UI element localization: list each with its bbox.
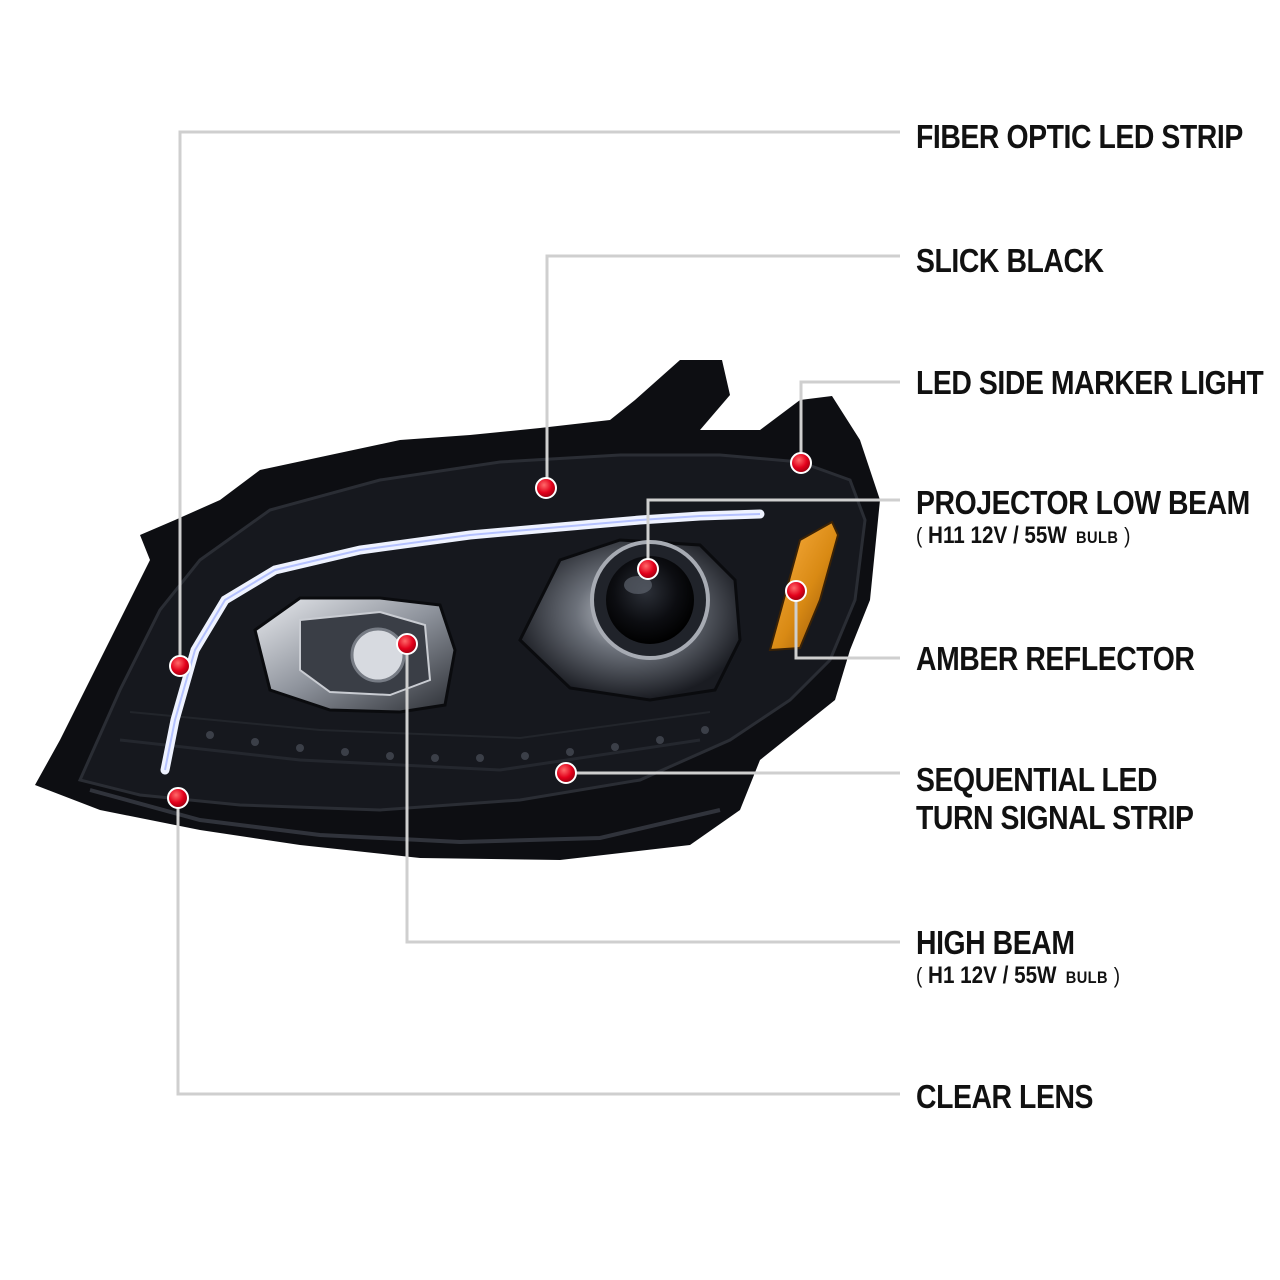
bulb-spec: ( H11 12V / 55W BULB ) bbox=[916, 522, 1250, 552]
marker-projector bbox=[637, 558, 659, 580]
turn-signal-led-strip bbox=[206, 726, 709, 762]
bulb-spec: ( H1 12V / 55W BULB ) bbox=[916, 962, 1120, 992]
bulb-unit: BULB bbox=[1076, 528, 1119, 547]
label-projector-low-beam: PROJECTOR LOW BEAM ( H11 12V / 55W BULB … bbox=[916, 484, 1250, 552]
label-line: FIBER OPTIC LED STRIP bbox=[916, 118, 1243, 155]
marker-high-beam bbox=[396, 633, 418, 655]
label-line: LED SIDE MARKER LIGHT bbox=[916, 364, 1264, 401]
label-sequential-led-turn-signal-strip: SEQUENTIAL LED TURN SIGNAL STRIP bbox=[916, 761, 1194, 837]
paren-open: ( bbox=[916, 963, 923, 988]
marker-amber bbox=[785, 580, 807, 602]
label-line: HIGH BEAM bbox=[916, 924, 1075, 961]
paren-close: ) bbox=[1113, 963, 1121, 988]
label-line: TURN SIGNAL STRIP bbox=[916, 799, 1194, 836]
marker-fiber-optic bbox=[169, 655, 191, 677]
label-line: CLEAR LENS bbox=[916, 1078, 1094, 1115]
leader-side-marker bbox=[799, 380, 900, 462]
label-line: PROJECTOR LOW BEAM bbox=[916, 484, 1250, 521]
bulb-spec-value: H1 12V / 55W bbox=[928, 962, 1057, 989]
leader-slick-black bbox=[545, 254, 900, 487]
label-clear-lens: CLEAR LENS bbox=[916, 1078, 1093, 1116]
leader-projector bbox=[646, 498, 900, 568]
callout-markers bbox=[167, 452, 812, 809]
label-high-beam: HIGH BEAM ( H1 12V / 55W BULB ) bbox=[916, 924, 1120, 992]
bulb-spec-value: H11 12V / 55W bbox=[928, 522, 1067, 549]
label-fiber-optic-led-strip: FIBER OPTIC LED STRIP bbox=[916, 118, 1243, 156]
label-line: AMBER REFLECTOR bbox=[916, 640, 1195, 677]
headlight-housing bbox=[35, 360, 880, 860]
projector-assembly bbox=[518, 538, 742, 702]
leader-fiber-optic bbox=[178, 130, 900, 665]
label-amber-reflector: AMBER REFLECTOR bbox=[916, 640, 1195, 678]
marker-turn-signal bbox=[555, 762, 577, 784]
leader-high-beam bbox=[405, 645, 900, 944]
leader-lines bbox=[176, 130, 900, 1096]
paren-open: ( bbox=[916, 523, 923, 548]
bulb-unit: BULB bbox=[1065, 968, 1109, 987]
label-slick-black: SLICK BLACK bbox=[916, 242, 1104, 280]
label-line: SLICK BLACK bbox=[916, 242, 1104, 279]
marker-clear-lens bbox=[167, 787, 189, 809]
leader-clear-lens bbox=[176, 798, 900, 1096]
high-beam-reflector bbox=[253, 596, 457, 714]
label-line: SEQUENTIAL LED bbox=[916, 761, 1158, 798]
label-led-side-marker-light: LED SIDE MARKER LIGHT bbox=[916, 364, 1264, 402]
marker-slick-black bbox=[535, 477, 557, 499]
marker-side-marker bbox=[790, 452, 812, 474]
paren-close: ) bbox=[1124, 523, 1131, 548]
leader-amber bbox=[794, 590, 900, 660]
